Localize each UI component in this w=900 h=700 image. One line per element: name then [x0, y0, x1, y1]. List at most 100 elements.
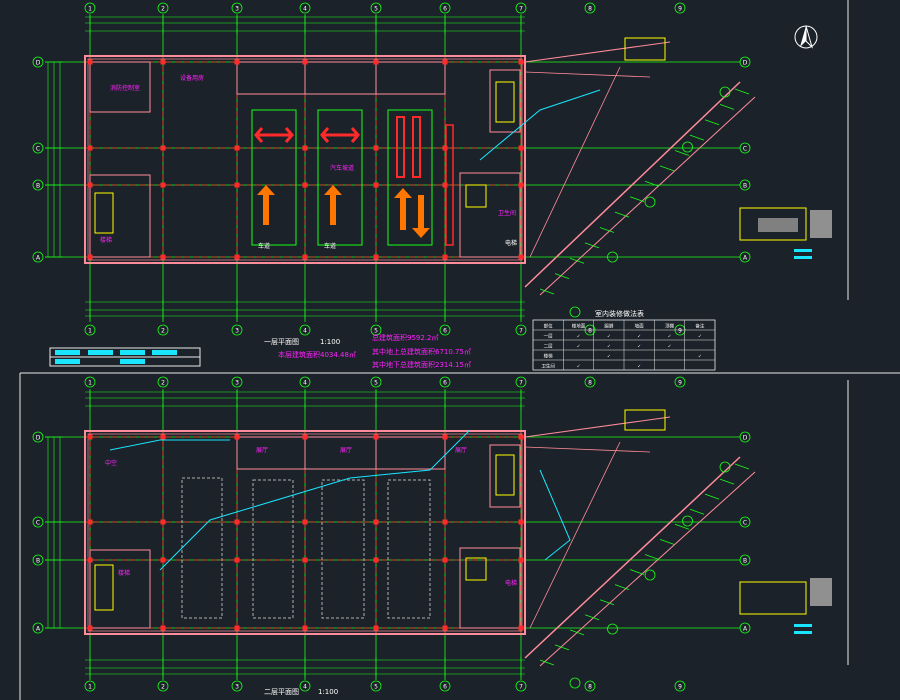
wing-dimension-tick	[719, 104, 735, 110]
axis-bubble	[32, 56, 44, 68]
orange-down-arrow-icon	[412, 195, 430, 238]
second-floor-title: 二层平面图	[264, 688, 299, 696]
stair-core	[89, 549, 151, 629]
wing-axis-bubble	[719, 86, 731, 98]
axis-bubble	[439, 2, 451, 14]
axis-bubble-label: 8	[588, 328, 592, 335]
table-header-cell: 备注	[695, 323, 704, 330]
structural-column	[234, 434, 240, 440]
axis-bubble-label: 2	[161, 328, 165, 335]
table-cell: 一层	[544, 334, 553, 340]
wing-inner-wall	[524, 71, 651, 78]
first-floor-area-floor: 本层建筑面积4034.48㎡	[278, 350, 356, 359]
wing-axis-bubble	[682, 515, 693, 527]
axis-bubble	[32, 516, 44, 528]
table-title: 室内装修做法表	[595, 309, 644, 318]
axis-bubble	[157, 376, 169, 388]
axis-bubble-label: D	[36, 60, 41, 67]
service-core	[459, 172, 521, 258]
axis-bubble-label: 4	[303, 684, 307, 691]
axis-bubble	[739, 142, 751, 154]
wing-wall-inner	[539, 96, 756, 296]
table-cell: 卫生间	[541, 363, 555, 370]
axis-bubble	[739, 622, 751, 634]
table-header-cell: 部位	[544, 323, 553, 330]
axis-bubble	[299, 324, 311, 336]
wing-dimension-tick	[689, 134, 705, 141]
structural-column	[442, 254, 448, 260]
structural-column	[234, 182, 240, 188]
table-cell: ✓	[637, 335, 641, 340]
finish-table: 室内装修做法表 部位楼地面踢脚墙面顶棚备注一层✓✓✓✓✓二层✓✓✓✓楼梯✓✓卫生…	[532, 309, 716, 371]
structural-column	[160, 145, 166, 151]
wing-axis-bubble	[682, 141, 693, 153]
structural-column	[442, 434, 448, 440]
axis-bubble-label: B	[743, 558, 747, 565]
structural-column	[518, 145, 524, 151]
hall-label-b: 展厅	[340, 447, 352, 454]
wing-axis-bubble	[719, 461, 731, 473]
ramp-strip	[412, 116, 421, 178]
axis-bubble-label: D	[743, 435, 748, 442]
wing-dimension-tick	[614, 584, 630, 590]
wing-dimension-tick	[539, 288, 555, 295]
exterior-wall-inner	[87, 433, 523, 632]
axis-bubble	[515, 324, 527, 336]
partition-room	[236, 61, 446, 95]
structural-column	[302, 182, 308, 188]
wing-dimension-tick	[689, 508, 705, 515]
axis-bubble-label: 1	[88, 328, 92, 335]
axis-bubble-label: 2	[161, 380, 165, 387]
second-floor-text: 二层平面图 1:100 中空 展厅 展厅 展厅 楼梯 电梯	[105, 447, 517, 696]
wing-dimension-tick	[644, 554, 660, 560]
axis-bubble	[157, 680, 169, 692]
structural-column	[87, 145, 93, 151]
wing-top-wall	[524, 416, 671, 438]
exterior-wall	[84, 430, 526, 635]
table-cell: ✓	[637, 345, 641, 350]
axis-bubble-label: 3	[235, 328, 239, 335]
structural-column	[302, 557, 308, 563]
wing-axis-bubble	[569, 306, 581, 318]
structural-column	[234, 254, 240, 260]
axis-bubble	[370, 324, 382, 336]
lane-label-1: 车道	[258, 242, 270, 250]
table-cell: ✓	[607, 335, 611, 340]
exterior-wall	[84, 55, 526, 264]
axis-bubble-label: 5	[374, 380, 378, 387]
stair-icon	[94, 564, 114, 611]
stair-core-right	[489, 69, 521, 133]
lane-box-3	[387, 109, 433, 246]
structural-column	[234, 145, 240, 151]
dimension-layer	[45, 14, 525, 677]
structural-column	[302, 145, 308, 151]
table-cell: ✓	[577, 345, 581, 350]
axis-bubble-label: 7	[519, 6, 523, 13]
stair-icon	[624, 409, 666, 431]
void-label: 中空	[105, 459, 117, 467]
red-arrow-icon	[254, 127, 294, 143]
red-arrow-icon	[320, 127, 360, 143]
table-cell: ✓	[698, 355, 702, 360]
room-label-b: 设备用房	[180, 74, 204, 82]
wing-dimension-tick	[734, 88, 750, 95]
axis-bubble	[439, 324, 451, 336]
table-cell: ✓	[637, 365, 641, 370]
axis-bubble	[439, 680, 451, 692]
structural-column	[87, 519, 93, 525]
axis-bubble-label: C	[36, 146, 40, 153]
lane-box-2	[317, 109, 363, 246]
axis-bubble-label: 9	[678, 684, 682, 691]
axis-bubble	[439, 376, 451, 388]
second-stair-label: 楼梯	[118, 569, 130, 577]
axis-bubble	[370, 376, 382, 388]
structural-column	[518, 434, 524, 440]
structural-column	[302, 434, 308, 440]
wing-dimension-tick	[674, 150, 690, 156]
lane-label-2: 车道	[324, 242, 336, 250]
stair-icon	[624, 37, 666, 61]
orange-up-arrow-icon	[257, 185, 275, 225]
axis-bubble	[739, 554, 751, 566]
axis-bubble-label: 8	[588, 380, 592, 387]
